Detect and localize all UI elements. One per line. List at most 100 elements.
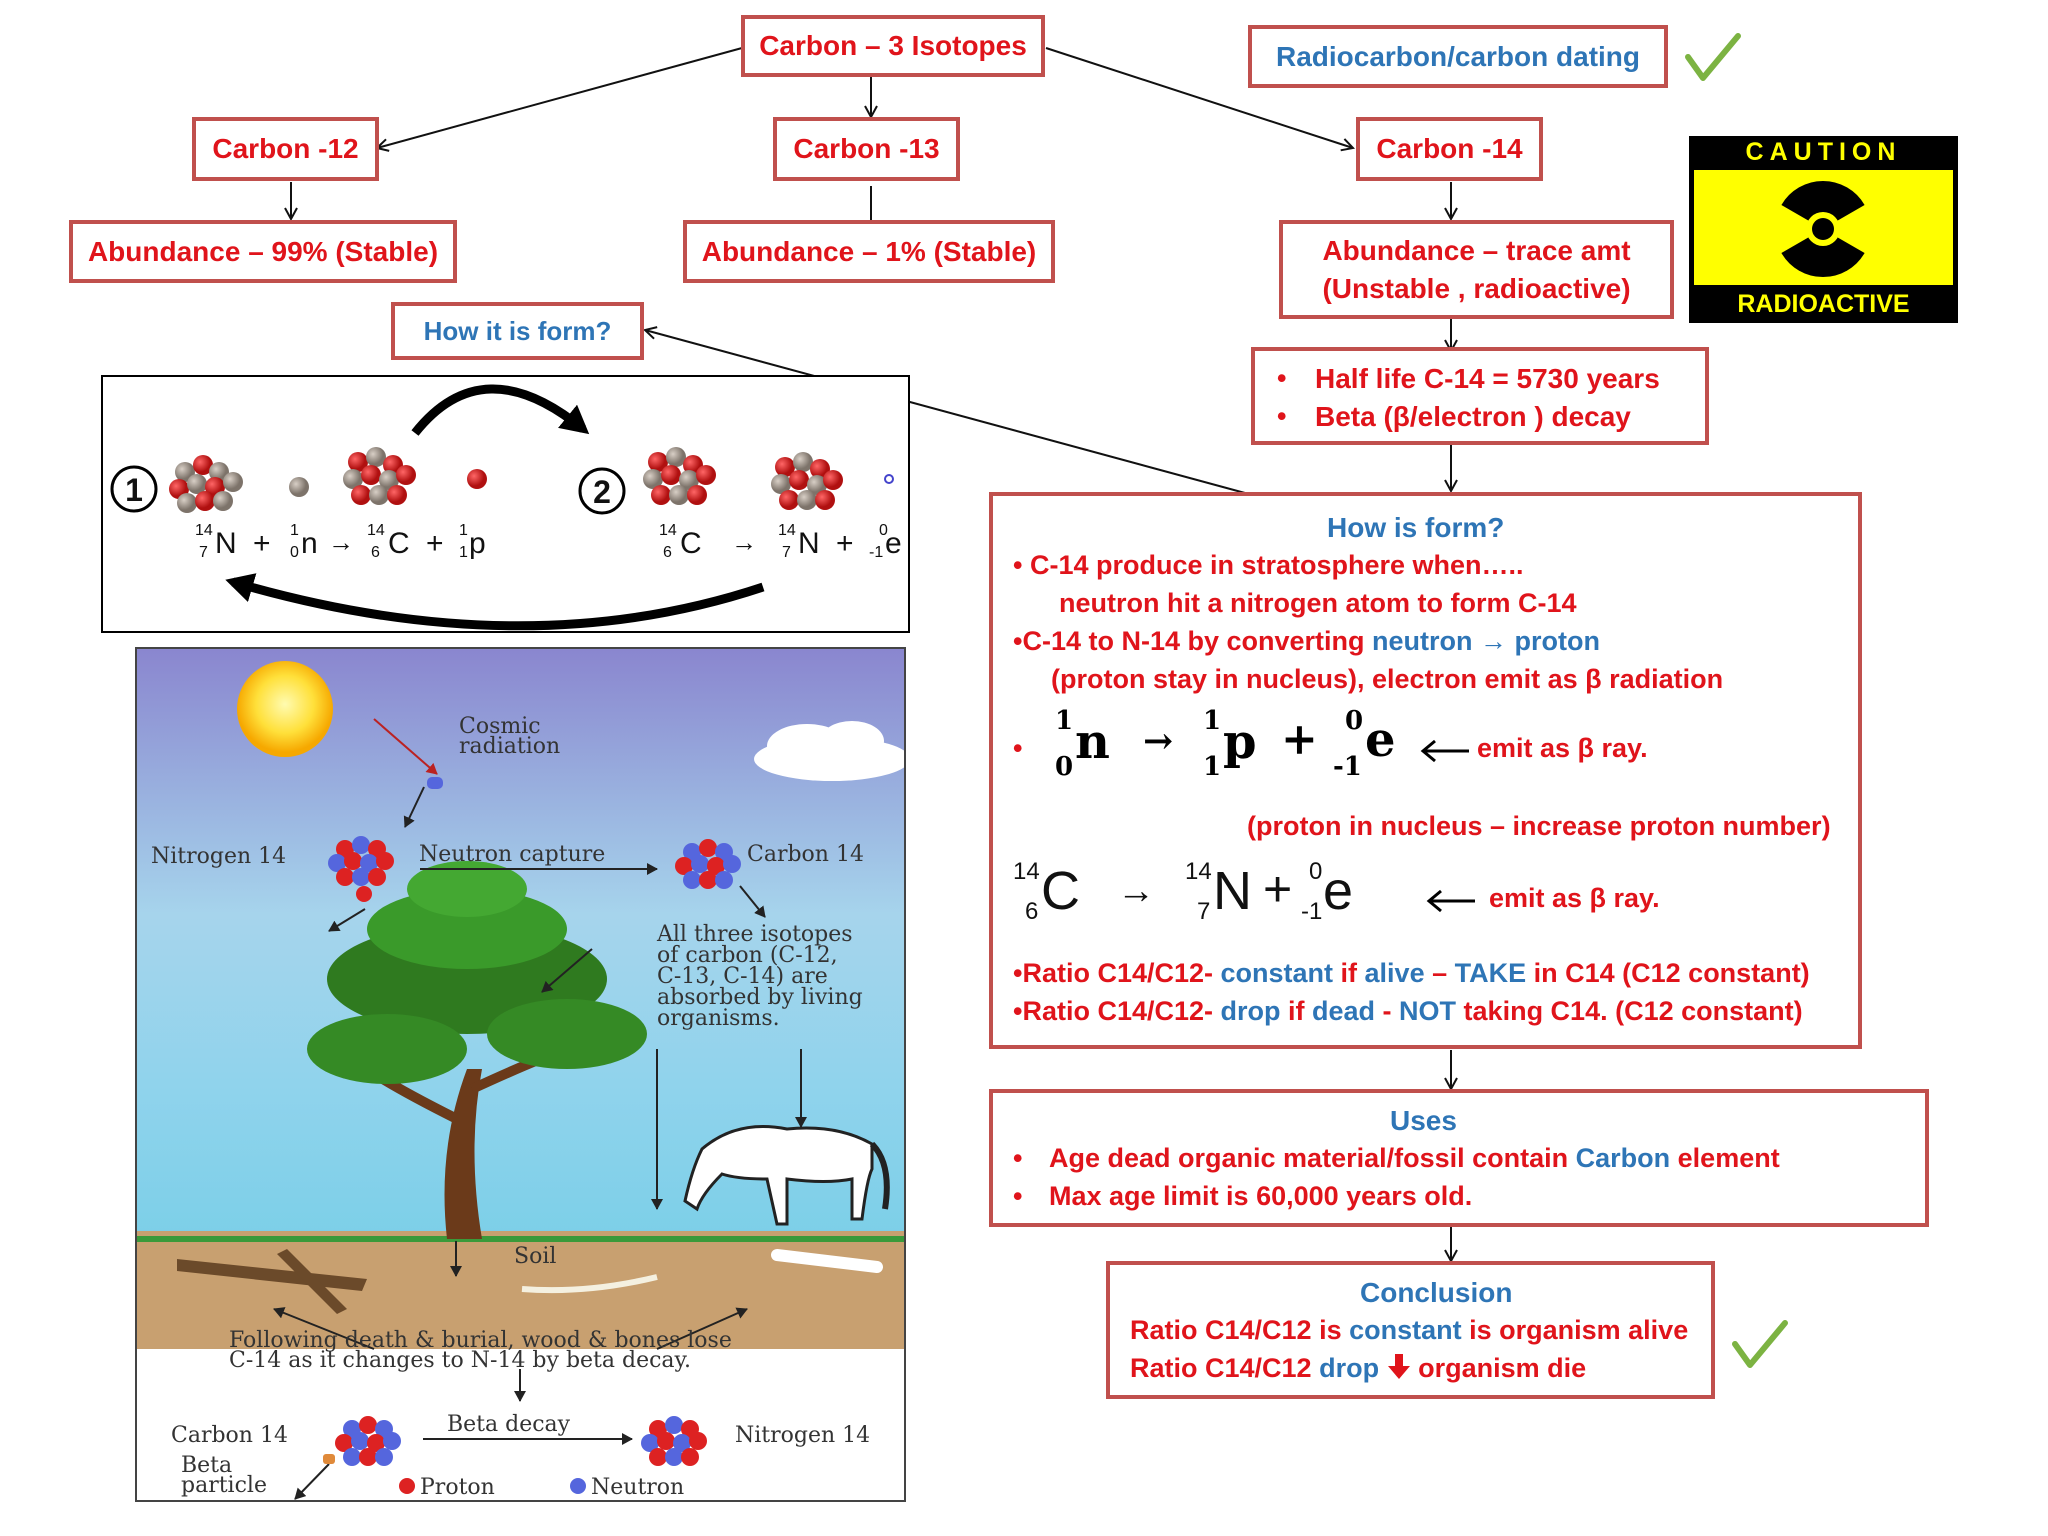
eq1-plus-2: +	[426, 527, 444, 560]
abundance14-line2: (Unstable , radioactive)	[1322, 272, 1631, 304]
label-carbon14-bottom: Carbon 14	[171, 1423, 288, 1448]
eq2-e-mass: 0	[879, 522, 888, 539]
label-neutron-capture: Neutron capture	[419, 842, 605, 867]
legend-neutron-label: Neutron	[591, 1475, 684, 1500]
eq2-c-top: 14	[1013, 858, 1040, 885]
ratio-dead-part-2: drop	[1220, 996, 1289, 1026]
carbon14-box: Carbon -14	[1356, 117, 1543, 181]
eq1-n-z: 7	[199, 544, 208, 561]
label-beta: Beta	[181, 1453, 232, 1478]
ratio-dead-part-7: taking C14. (C12 constant)	[1463, 996, 1803, 1026]
check-icon-top	[1685, 33, 1741, 81]
eq2-arrow: →	[1117, 870, 1155, 912]
eq-p-top: 1	[1203, 706, 1222, 736]
abundance14-line1: Abundance – trace amt	[1322, 234, 1631, 266]
cluster-carbon-14	[675, 839, 741, 889]
eq-n-bot: 0	[1055, 752, 1074, 782]
arrow-to-carbon12	[377, 47, 743, 148]
down-arrow-icon	[1387, 1354, 1410, 1379]
label-particle: particle	[181, 1473, 267, 1498]
cloud-icon	[754, 721, 904, 781]
caution-radioactive-sign: CAUTION RADIOACTIVE	[1689, 136, 1958, 323]
title-box: Carbon – 3 Isotopes	[741, 15, 1045, 77]
label-nitrogen14: Nitrogen 14	[151, 844, 286, 869]
stick-icon	[521, 1274, 658, 1294]
label-cosmic: Cosmic	[459, 714, 541, 739]
conclusion-line-1-part-1: Ratio C14/C12 is	[1130, 1315, 1350, 1345]
conclusion-line-2-part-3: organism die	[1410, 1353, 1587, 1383]
ratio-alive-line: •Ratio C14/C12- constant if alive – TAKE…	[1013, 958, 1810, 989]
carbon14-label: Carbon -14	[1376, 133, 1523, 164]
eq-p-bot: 1	[1203, 752, 1222, 782]
abundance12-box: Abundance – 99% (Stable)	[69, 220, 457, 283]
conclusion-drop-word: drop	[1319, 1353, 1387, 1383]
carbon-decay-equation: 14 6 C → 14 7 N + 0 -1 e	[1013, 856, 1413, 946]
sun-icon	[237, 661, 333, 757]
ratio-alive-part-7: in C14 (C12 constant)	[1533, 958, 1810, 988]
wood-icon	[177, 1249, 367, 1314]
how-it-is-form-box: How it is form?	[391, 302, 644, 360]
halflife-box: • Half life C-14 = 5730 years • Beta (β/…	[1251, 347, 1709, 445]
label-beta-decay: Beta decay	[447, 1412, 571, 1437]
nucleus-nitrogen-2	[771, 452, 843, 510]
abundance13-box: Abundance – 1% (Stable)	[683, 220, 1055, 283]
legend-neutron-dot	[570, 1478, 586, 1494]
eq1-p-sym: p	[469, 527, 486, 560]
equation-bullet: •	[1013, 733, 1023, 763]
right-arrow-icon: →	[1480, 626, 1508, 656]
ratio-alive-part-3: if	[1340, 958, 1365, 988]
nucleus-carbon	[343, 447, 416, 505]
beta-particle-icon	[323, 1454, 335, 1464]
conclusion-title: Conclusion	[1360, 1277, 1513, 1308]
halflife-line2: Beta (β/electron ) decay	[1315, 401, 1631, 432]
eq1-n-sym: N	[215, 527, 237, 560]
eq-plus: +	[1281, 714, 1318, 765]
label-absorbed-5: organisms.	[657, 1006, 780, 1031]
electron-particle	[884, 474, 894, 484]
label-soil: Soil	[514, 1244, 556, 1269]
reaction-equation-1: 14 7 N + 1 0 n → 14 6 C + 1 1 p	[195, 522, 486, 561]
eq1-p-z: 1	[459, 544, 468, 561]
eq1-c-z: 6	[371, 544, 380, 561]
eq1-nu-z: 0	[290, 544, 299, 561]
eq2-n-bot: 7	[1197, 898, 1211, 925]
label-radiation: radiation	[459, 734, 560, 759]
neutron-incoming	[427, 777, 443, 789]
proton-note: (proton in nucleus – increase proton num…	[1247, 811, 1831, 841]
eq2-c-z: 6	[663, 544, 672, 561]
eq-e-top: 0	[1345, 706, 1364, 736]
radiation-icon	[1781, 180, 1865, 278]
legend-proton-dot	[399, 1478, 415, 1494]
label-absorbed-2: of carbon (C-12,	[657, 943, 838, 968]
cluster-nitrogen-14	[328, 836, 394, 886]
eq2-e-sym: e	[885, 527, 902, 560]
emit-beta-2: emit as β ray.	[1489, 883, 1660, 913]
uses-bullet-1: •	[1013, 1143, 1023, 1173]
formation-line-1: • C-14 produce in stratosphere when…..	[1013, 550, 1524, 580]
eq1-c-sym: C	[388, 527, 410, 560]
ratio-dead-line: •Ratio C14/C12- drop if dead - NOT takin…	[1013, 996, 1803, 1027]
eq1-arrow: →	[328, 527, 354, 557]
uses-title: Uses	[1390, 1105, 1457, 1136]
eq-arrow: →	[1143, 720, 1174, 762]
carbon12-label: Carbon -12	[212, 133, 359, 164]
label-carbon14: Carbon 14	[747, 842, 864, 867]
abundance12-text: Abundance – 99% (Stable)	[87, 235, 439, 267]
proton-particle	[467, 469, 487, 489]
carbon13-box: Carbon -13	[773, 117, 960, 181]
eq2-plus: +	[1263, 861, 1293, 917]
legend-proton-label: Proton	[420, 1475, 495, 1500]
how-is-form-title: How is form?	[1327, 512, 1505, 543]
eq1-nu-mass: 1	[290, 522, 299, 539]
eq2-c-sym: C	[680, 527, 702, 560]
neutron-particle	[289, 477, 309, 497]
formation-line-2: neutron hit a nitrogen atom to form C-14	[1059, 588, 1577, 618]
eq2-e-z: -1	[869, 544, 883, 561]
label-death-2: C-14 as it changes to N-14 by beta decay…	[229, 1348, 691, 1373]
left-arrow-icon-1	[1420, 739, 1469, 763]
halflife-bullet-1: •	[1277, 363, 1287, 393]
conversion-text: •C-14 to N-14 by converting	[1013, 626, 1373, 656]
title-text: Carbon – 3 Isotopes	[759, 30, 1027, 61]
ratio-alive-part-1: •Ratio C14/C12-	[1013, 958, 1221, 988]
uses-line-1-part-3: element	[1677, 1143, 1780, 1173]
